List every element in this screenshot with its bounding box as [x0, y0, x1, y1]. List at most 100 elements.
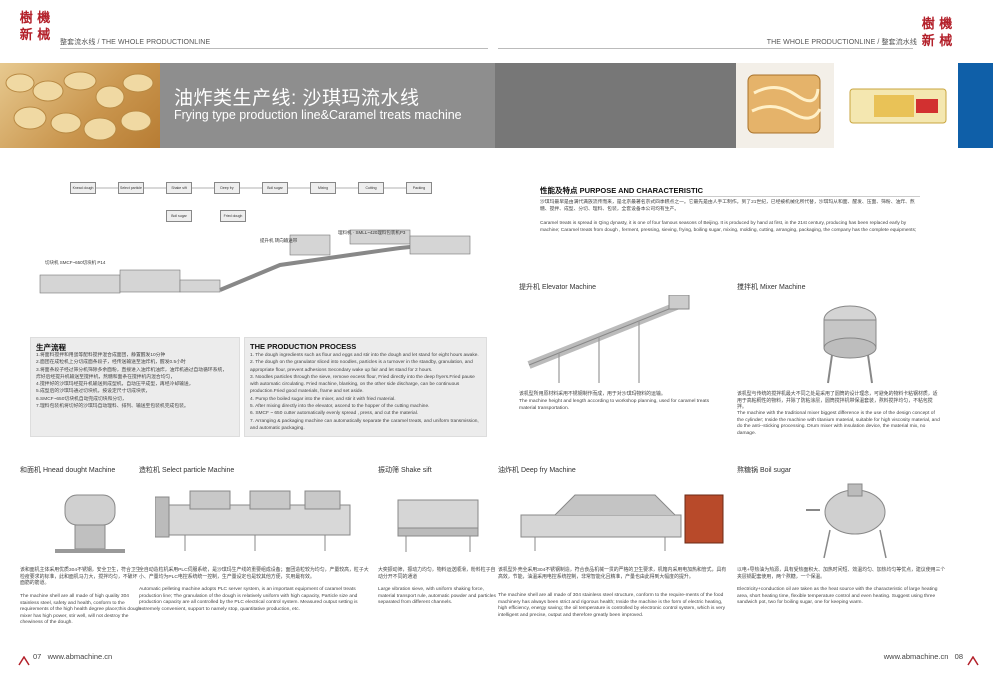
flow-box-knead: Knead dough	[70, 182, 96, 194]
mixer-caption: 搅拌机 Mixer Machine	[737, 284, 806, 291]
shake-sift-desc-en: Large vibration sieve, with uniform shak…	[378, 587, 496, 606]
process-cn-step: 2.面团在成粒机上分切成面条段子，经传送输送至油炸机，醒发0.5小时	[36, 360, 186, 366]
shake-sift-desc-cn: 大奕振动筛，振动力均匀，物料运送顺滑，粉料粒子自动分开不同的通道	[378, 568, 496, 580]
logo-char: 新	[19, 28, 33, 44]
packaged-treat-image	[849, 88, 947, 124]
process-cn-step: 3.将面条段子经过筛分机筛除多余面粉，直接进入油炸机油炸，油炸机通过自动循环系统…	[36, 367, 228, 373]
label-packer: 理料机 · SMLL~420理料包装机P3	[338, 230, 406, 235]
elevator-desc-en: The machine height and length according …	[519, 399, 710, 411]
dough-mixer-desc-cn: 该和面机主体采用优质304不锈钢，安全卫生，符合卫生检疫要求的标准，此和面机马力…	[20, 568, 141, 587]
process-cn-step: 4.搅拌好的沙琪玛经提升机输送到成型机，自动压平成型，再经冷却输送，	[36, 382, 194, 388]
purpose-text-cn: 沙琪玛最早是由满代满族流传而来，是北京最著名京式四季糕点之一。它最先是由人手工制…	[540, 200, 915, 213]
food-photo-caramel-treats	[0, 63, 160, 148]
flow-box-sift: Shake sift	[166, 182, 192, 194]
flow-box-mixing: Mixing	[310, 182, 336, 194]
process-cn-step: 5.成型后的沙琪玛通过切块机，按设定尺寸切成块状，	[36, 389, 151, 395]
process-en-step: 6. SMCF ~ 650 cutter automatically evenl…	[250, 411, 419, 417]
logo-char: 械	[939, 34, 953, 50]
footer-url-left: www.abmachine.cn	[47, 652, 113, 661]
boil-sugar-desc-en: Electricity+conduction oil are taken as …	[737, 587, 938, 606]
select-particle-caption: 造粒机 Select particle Machine	[139, 467, 235, 474]
header-rule-left	[60, 48, 488, 49]
process-en-step: 5. After mixing directly into the elevat…	[250, 404, 430, 410]
deep-fry-caption: 油炸机 Deep fry Machine	[498, 467, 576, 474]
shake-sift-caption: 振动筛 Shake sift	[378, 467, 432, 474]
caramel-treat-block-image	[747, 74, 822, 134]
header-left-cn: 整套流水线	[60, 39, 96, 46]
label-cutter: 切块机 SMCF~650切块机 P14	[45, 260, 106, 265]
logo-char: 機	[37, 10, 51, 26]
production-line-diagram: Knead dough Select particle Shake sift D…	[20, 170, 500, 320]
process-cn-step: 1.将面料搅拌和用蛋等配料搅拌混合成面团，静置醒发10分钟	[36, 353, 166, 358]
boil-sugar-image	[806, 483, 887, 559]
banner-title-en: Frying type production line&Caramel trea…	[174, 108, 462, 122]
footer-right: www.abmachine.cn 08	[884, 652, 963, 661]
process-cn-step: 7.理料包装机将切好的沙琪玛自动理料、排列、输送至包装机完成包装。	[36, 404, 189, 410]
process-cn-list: 1.将面料搅拌和用蛋等配料搅拌混合成面团，静置醒发10分钟 2.面团在成粒机上分…	[36, 352, 236, 410]
page-number-left: 07	[33, 652, 42, 661]
company-logo-right: 樹 機 新 械	[920, 16, 954, 50]
purpose-text-en: Caramel treats is spread in Qing dynasty…	[540, 221, 917, 234]
footer-url-right: www.abmachine.cn	[883, 652, 949, 661]
mixer-desc-en: The machine with the traditional mixer b…	[737, 411, 940, 436]
banner-accent-blue	[958, 63, 993, 148]
logo-char: 械	[37, 28, 51, 44]
process-en-step: 7. Arranging & packaging machine can aut…	[250, 418, 479, 431]
flow-box-fry: Deep fry	[214, 182, 240, 194]
header-left-en: / THE WHOLE PRODUCTIONLINE	[95, 39, 211, 46]
deep-fry-desc-cn: 该机型外壳全采用304不锈钢制造，符合食品机械一贯的严格的卫生要求，机箱内采用电…	[498, 568, 727, 580]
header-right-en: THE WHOLE PRODUCTIONLINE /	[766, 39, 882, 46]
deep-fry-image	[520, 494, 724, 551]
header-right: THE WHOLE PRODUCTIONLINE / 整套流水线	[767, 37, 917, 47]
process-box-en: THE PRODUCTION PROCESS 1. The dough ingr…	[244, 337, 487, 437]
dough-mixer-image	[55, 494, 125, 553]
logo-char: 樹	[19, 10, 33, 26]
process-cn-step: 炸好后经提升机输送至搅拌机，熬糖和面条在搅拌机内混合均匀，	[36, 374, 176, 380]
header-right-cn: 整套流水线	[881, 39, 917, 46]
process-en-step: 1. The dough ingredients such as flour a…	[250, 353, 479, 358]
select-particle-image	[155, 490, 351, 551]
header-rule-right	[498, 48, 913, 49]
elevator-desc-cn: 该机型所用原材料采用不锈钢制作而成，用于对沙琪玛物料的运输。	[519, 392, 666, 397]
purpose-rule	[540, 196, 920, 197]
logo-char: 樹	[921, 16, 935, 32]
dough-mixer-desc-en: The machine shell are all made of high q…	[20, 594, 141, 626]
logo-char: 機	[939, 16, 953, 32]
shake-sift-image	[397, 499, 479, 552]
elevator-caption: 提升机 Elevator Machine	[519, 284, 597, 291]
select-particle-desc-cn: 全自动造粒机采用PLC伺服系统，是沙琪玛生产线的重要组成设备；面团造粒较为均匀，…	[139, 568, 369, 580]
mixer-desc-cn: 该机型与传统的搅拌机最大不同之处是采用了圆筒的设计理念，可避免的物料卡粘钢材质，…	[737, 392, 938, 411]
banner-title-panel: 油炸类生产线: 沙琪玛流水线 Frying type production li…	[160, 63, 495, 148]
banner-title-cn: 油炸类生产线: 沙琪玛流水线	[174, 88, 420, 109]
boil-sugar-desc-cn: 以电+导热油为热源，具有受热面积大、加热时间短、效温均匀、加热均匀等优点，建议使…	[737, 568, 946, 580]
flow-box-cutting: Cutting	[358, 182, 384, 194]
flow-box-sub-fried: Fried dough	[220, 210, 246, 222]
food-photo-packaged	[834, 63, 958, 148]
process-en-heading: THE PRODUCTION PROCESS	[250, 342, 357, 351]
process-en-list: 1. The dough ingredients such as flour a…	[250, 352, 483, 432]
process-cn-heading: 生产流程	[36, 343, 66, 352]
purpose-heading: 性能及特点 PURPOSE AND CHARACTERISTIC	[540, 186, 704, 195]
label-conveyor: 提升机 转向输送带	[260, 238, 298, 243]
process-en-step: 3. Noodles particles through the sieve, …	[250, 374, 475, 395]
logo-char: 新	[921, 34, 935, 50]
deep-fry-desc-en: The machine shell are all made of 304 st…	[498, 593, 726, 618]
flow-box-boil: Boil sugar	[262, 182, 288, 194]
process-cn-step: 6.SMCF~650切块机自动完成切块和分切，	[36, 396, 127, 402]
process-en-step: 2. The dough on the granulator sliced in…	[250, 360, 473, 373]
elevator-machine-image	[527, 295, 690, 383]
page-mark-right-icon	[967, 651, 979, 666]
company-logo-left: 樹 機 新 械	[18, 10, 52, 44]
process-box-cn: 生产流程 1.将面料搅拌和用蛋等配料搅拌混合成面团，静置醒发10分钟 2.面团在…	[30, 337, 240, 437]
page-number-right: 08	[954, 652, 963, 661]
header-left: 整套流水线 / THE WHOLE PRODUCTIONLINE	[60, 37, 210, 47]
flow-box-sub-boil: Boil sugar	[166, 210, 192, 222]
food-photo-single-treat	[736, 63, 834, 148]
flow-box-packing: Packing	[406, 182, 432, 194]
mixer-machine-image	[823, 305, 877, 384]
footer-left: 07 www.abmachine.cn	[33, 652, 112, 661]
flow-box-select: Select particle	[118, 182, 144, 194]
dough-mixer-caption: 和面机 Hnead dought Machine	[20, 467, 116, 474]
select-particle-desc-en: Automatic pelleting machine adopts PLC s…	[139, 587, 358, 612]
banner-photo-strip	[495, 63, 736, 148]
